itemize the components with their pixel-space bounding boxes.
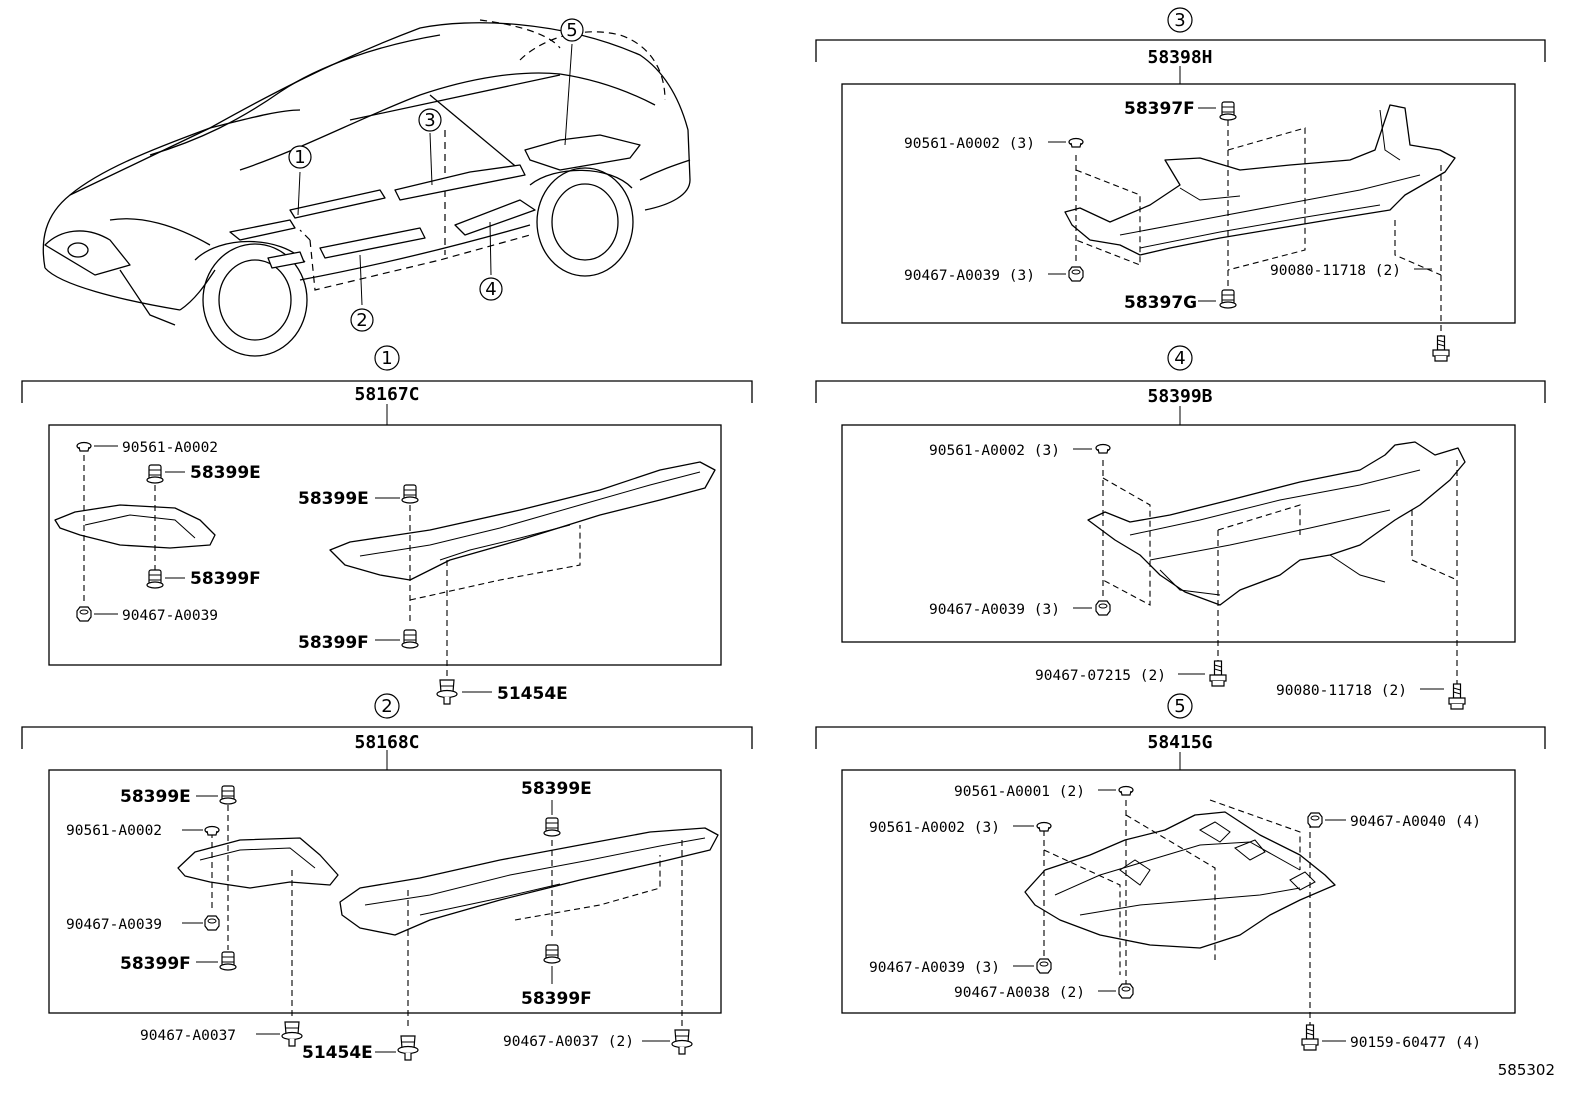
panel-3: 3 58398H 58397F 90561-A0002 (3) 90467-A0… — [815, 7, 1546, 362]
overview-callout-2: 2 — [350, 308, 374, 332]
part-label: 58397G — [1124, 293, 1197, 313]
panel-4-bolt-icon — [1209, 660, 1227, 687]
panel-1-grommet-icon — [146, 464, 164, 484]
part-label: 90561-A0002 (3) — [929, 443, 1060, 459]
part-label: 90080-11718 (2) — [1270, 263, 1401, 279]
panel-2: 2 58168C 58399E 90561-A0002 90467-A0 — [21, 693, 753, 1063]
svg-text:1: 1 — [294, 147, 305, 168]
part-label: 90467-07215 (2) — [1035, 668, 1166, 684]
part-label: 58399E — [298, 489, 369, 509]
panel-3-grommet-icon — [1219, 289, 1237, 309]
panel-5-callout: 5 — [1174, 696, 1185, 717]
part-label: 90467-A0039 — [66, 917, 162, 933]
overview-callout-5: 5 — [560, 18, 584, 42]
svg-text:4: 4 — [485, 279, 496, 300]
panel-2-nut-icon — [204, 915, 220, 931]
part-label: 58399F — [298, 633, 369, 653]
part-label: 90467-A0040 (4) — [1350, 814, 1481, 830]
panel-2-assembly-number: 58168C — [354, 732, 419, 753]
panel-5-clip-icon — [1036, 821, 1052, 832]
panel-1-nut-icon — [76, 606, 92, 622]
panel-4-assembly-number: 58399B — [1147, 386, 1212, 407]
part-label: 58399E — [190, 463, 261, 483]
figure-reference-number: 585302 — [1498, 1061, 1555, 1079]
panel-3-nut-icon — [1068, 266, 1084, 282]
panel-2-grommet-icon — [543, 817, 561, 837]
part-label: 90561-A0002 (3) — [904, 136, 1035, 152]
panel-4-nut-icon — [1095, 600, 1111, 616]
part-label: 58397F — [1124, 99, 1195, 119]
svg-text:2: 2 — [356, 310, 367, 331]
part-label: 90467-A0039 — [122, 608, 218, 624]
part-label: 58399F — [120, 954, 191, 974]
panel-5-nut-icon — [1036, 958, 1052, 974]
part-label: 58399F — [190, 569, 261, 589]
part-label: 58399E — [120, 787, 191, 807]
panel-3-assembly-number: 58398H — [1147, 47, 1212, 68]
panel-5-bolt-icon — [1301, 1024, 1319, 1051]
panel-2-callout-circle — [374, 693, 400, 719]
part-label: 90561-A0001 (2) — [954, 784, 1085, 800]
panel-4: 4 58399B 90561-A0002 (3) 90467-A0039 (3)… — [815, 345, 1546, 710]
part-label: 58399E — [521, 779, 592, 799]
panel-1-grommet-icon — [146, 569, 164, 589]
panel-1-callout-circle — [374, 345, 400, 371]
panel-5-assembly-number: 58415G — [1147, 732, 1212, 753]
panel-3-clip-icon — [1068, 137, 1084, 148]
panel-4-callout-circle — [1167, 345, 1193, 371]
part-label: 90467-A0037 — [140, 1028, 236, 1044]
panel-1-clip-icon — [76, 441, 92, 452]
panel-2-grommet-icon — [219, 785, 237, 805]
part-label: 90467-A0037 (2) — [503, 1034, 634, 1050]
panel-5-nut-icon — [1307, 812, 1323, 828]
panel-2-pushclip-icon — [671, 1029, 693, 1055]
part-label: 90561-A0002 (3) — [869, 820, 1000, 836]
panel-2-pushclip-icon — [281, 1021, 303, 1047]
overview-callout-1: 1 — [288, 145, 312, 169]
panel-4-bolt-icon — [1448, 683, 1466, 710]
part-label: 58399F — [521, 989, 592, 1009]
panel-2-grommet-icon — [219, 951, 237, 971]
panel-1-callout: 1 — [381, 348, 392, 369]
part-label: 51454E — [497, 684, 568, 704]
part-label: 90467-A0039 (3) — [904, 268, 1035, 284]
part-label: 90080-11718 (2) — [1276, 683, 1407, 699]
panel-2-grommet-icon — [543, 944, 561, 964]
panel-1-grommet-icon — [401, 484, 419, 504]
part-label: 51454E — [302, 1043, 373, 1063]
part-label: 90467-A0039 (3) — [869, 960, 1000, 976]
panel-3-grommet-icon — [1219, 101, 1237, 121]
panel-4-clip-icon — [1095, 443, 1111, 454]
part-label: 90561-A0002 — [66, 823, 162, 839]
panel-1-assembly-number: 58167C — [354, 384, 419, 405]
overview-callout-4: 4 — [479, 277, 503, 301]
part-label: 90467-A0038 (2) — [954, 985, 1085, 1001]
panel-3-callout-circle — [1167, 7, 1193, 33]
panel-1: 1 58167C 90561-A0002 58399E 58399F 90467… — [21, 345, 753, 705]
part-label: 90467-A0039 (3) — [929, 602, 1060, 618]
panel-1-pushclip-icon — [436, 679, 458, 705]
panel-4-callout: 4 — [1174, 348, 1185, 369]
part-label: 90561-A0002 — [122, 440, 218, 456]
svg-text:3: 3 — [424, 110, 435, 131]
panel-5-nut-icon — [1118, 983, 1134, 999]
panel-5-callout-circle — [1167, 693, 1193, 719]
panel-3-bolt-icon — [1432, 335, 1450, 362]
panel-5-clip-icon — [1118, 785, 1134, 796]
panel-2-clip-icon — [204, 825, 220, 836]
panel-3-callout: 3 — [1174, 10, 1185, 31]
svg-text:5: 5 — [566, 20, 577, 41]
overview-callout-3: 3 — [418, 108, 442, 132]
panel-1-grommet-icon — [401, 629, 419, 649]
part-label: 90159-60477 (4) — [1350, 1035, 1481, 1051]
car-overview-illustration: 1 2 3 4 5 — [42, 18, 691, 357]
panel-2-callout: 2 — [381, 696, 392, 717]
panel-2-pushclip-icon — [397, 1035, 419, 1061]
panel-5: 5 58415G 90561-A0001 (2) 90561-A0002 (3)… — [815, 693, 1546, 1051]
